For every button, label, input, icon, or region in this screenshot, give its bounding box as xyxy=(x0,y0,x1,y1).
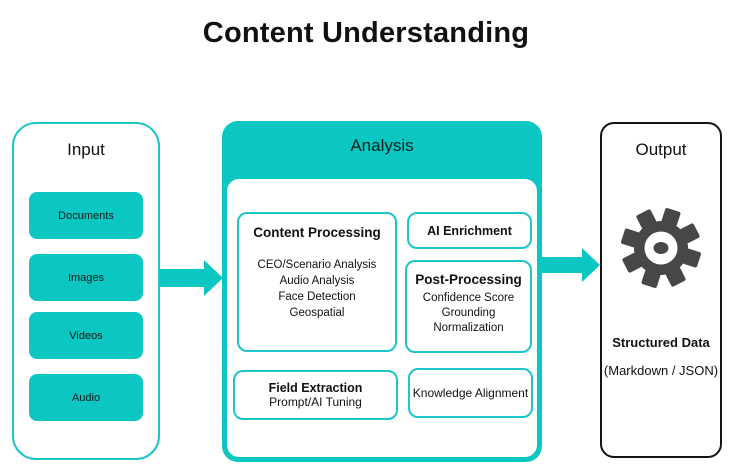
input-item-audio: Audio xyxy=(29,374,143,421)
ai-enrichment-title: AI Enrichment xyxy=(427,223,512,238)
input-item-images: Images xyxy=(29,254,143,301)
ai-enrichment-box: AI Enrichment xyxy=(407,212,532,249)
content-processing-line: CEO/Scenario Analysis xyxy=(257,259,377,271)
arrow-analysis-to-output xyxy=(541,248,600,282)
field-extraction-box: Field Extraction Prompt/AI Tuning xyxy=(233,370,398,420)
post-processing-line: Normalization xyxy=(433,322,504,334)
content-processing-title: Content Processing xyxy=(253,225,381,240)
gear-icon xyxy=(602,204,720,292)
input-panel: Input Documents Images Videos Audio xyxy=(12,122,160,460)
field-extraction-title: Field Extraction xyxy=(268,380,363,395)
post-processing-line: Confidence Score xyxy=(422,292,515,304)
field-extraction-line: Prompt/AI Tuning xyxy=(269,394,362,409)
arrow-input-to-analysis xyxy=(160,260,223,296)
post-processing-line: Grounding xyxy=(441,307,496,319)
page-title: Content Understanding xyxy=(202,17,530,49)
knowledge-alignment-title: Knowledge Alignment xyxy=(412,386,529,400)
input-item-videos: Videos xyxy=(29,312,143,359)
output-panel-title: Output xyxy=(635,140,687,159)
input-panel-title: Input xyxy=(67,140,105,159)
input-item-documents: Documents xyxy=(29,192,143,239)
content-processing-line: Geospatial xyxy=(289,307,345,319)
post-processing-title: Post-Processing xyxy=(415,272,522,287)
analysis-panel: Analysis Content Processing CEO/Scenario… xyxy=(222,121,542,462)
content-processing-box: Content Processing CEO/Scenario Analysis… xyxy=(237,212,397,352)
output-panel: Output Structured Data (Markdown / JS xyxy=(600,122,722,458)
analysis-panel-title: Analysis xyxy=(350,136,414,155)
content-processing-line: Face Detection xyxy=(278,291,356,303)
post-processing-box: Post-Processing Confidence Score Groundi… xyxy=(405,260,532,353)
content-processing-line: Audio Analysis xyxy=(279,275,355,287)
markdown-json-label: (Markdown / JSON) xyxy=(603,363,719,378)
structured-data-label: Structured Data xyxy=(612,335,710,350)
knowledge-alignment-box: Knowledge Alignment xyxy=(408,368,533,418)
